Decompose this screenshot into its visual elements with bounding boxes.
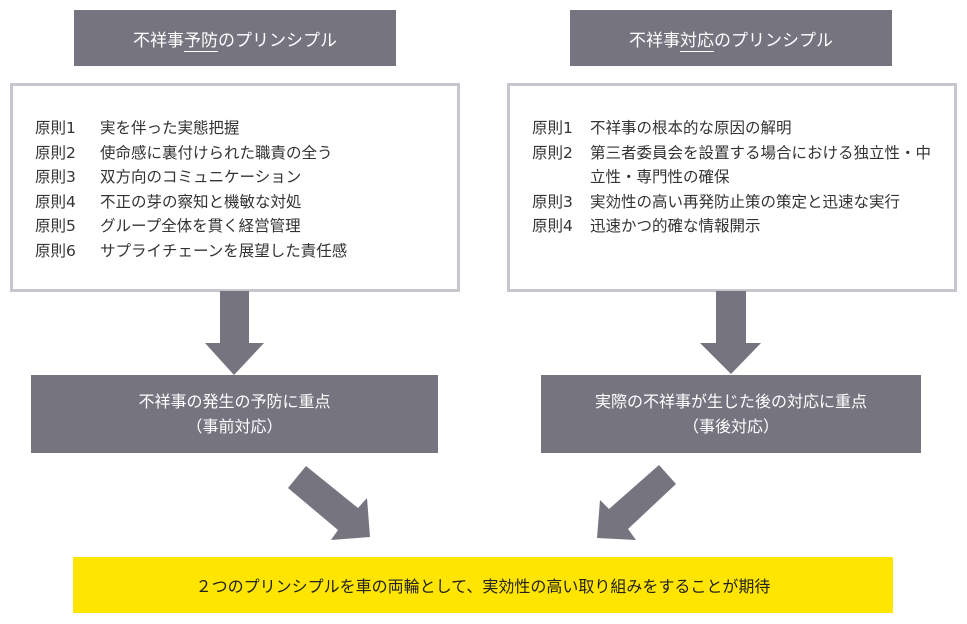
down-arrow-right-icon bbox=[700, 291, 761, 374]
principle-text: 不正の芽の察知と機敏な対処 bbox=[100, 192, 302, 211]
principle-text: サプライチェーンを展望した責任感 bbox=[100, 241, 348, 260]
diagonal-arrow-left-icon bbox=[288, 466, 370, 540]
principle-item: 原則3 双方向のコミュニケーション bbox=[35, 165, 447, 190]
focus-line-2: （事前対応） bbox=[186, 417, 283, 436]
principle-number: 原則1 bbox=[35, 119, 76, 137]
focus-line-1: 実際の不祥事が生じた後の対応に重点 bbox=[594, 392, 867, 411]
title-suffix: のプリンシプル bbox=[218, 30, 337, 51]
title-suffix: のプリンシプル bbox=[714, 30, 833, 51]
focus-line-1: 不祥事の発生の予防に重点 bbox=[138, 392, 331, 411]
conclusion-banner: ２つのプリンシプルを車の両輪として、実効性の高い取り組みをすることが期待 bbox=[73, 557, 893, 613]
response-principles-title: 不祥事対応のプリンシプル bbox=[570, 10, 892, 66]
prevention-principles-list-box: 原則1 実を伴った実態把握 原則2 使命感に裏付けられた職責の全う 原則3 双方向のコ… bbox=[10, 83, 460, 292]
principle-text: 使命感に裏付けられた職責の全う bbox=[100, 143, 333, 162]
principles-list: 原則1 実を伴った実態把握 原則2 使命感に裏付けられた職責の全う 原則3 双方向のコ… bbox=[35, 116, 447, 263]
principle-number: 原則4 bbox=[532, 217, 573, 235]
principle-text: 実を伴った実態把握 bbox=[100, 119, 240, 137]
focus-line-2: （事後対応） bbox=[682, 417, 779, 436]
principle-item: 原則2 使命感に裏付けられた職責の全う bbox=[35, 141, 447, 166]
principle-text: 双方向のコミュニケーション bbox=[100, 168, 302, 186]
response-principles-list-box: 原則1 不祥事の根本的な原因の解明 原則2 第三者委員会を設置する場合における独立性… bbox=[507, 83, 957, 292]
principles-list: 原則1 不祥事の根本的な原因の解明 原則2 第三者委員会を設置する場合における独立性… bbox=[532, 116, 944, 239]
response-focus-box: 実際の不祥事が生じた後の対応に重点 （事後対応） bbox=[541, 375, 921, 453]
title-prefix: 不祥事 bbox=[133, 30, 184, 51]
principle-item: 原則3 実効性の高い再発防止策の策定と迅速な実行 bbox=[532, 190, 944, 215]
principle-number: 原則1 bbox=[532, 119, 573, 137]
principle-item: 原則4 迅速かつ的確な情報開示 bbox=[532, 214, 944, 239]
principle-item: 原則1 不祥事の根本的な原因の解明 bbox=[532, 116, 944, 141]
diagonal-arrow-right-icon bbox=[597, 465, 676, 540]
principle-number: 原則2 bbox=[532, 143, 573, 162]
principle-text: 実効性の高い再発防止策の策定と迅速な実行 bbox=[590, 192, 901, 211]
principle-number: 原則6 bbox=[35, 241, 76, 260]
title-emphasis: 対応 bbox=[680, 30, 714, 51]
principle-item: 原則5 グループ全体を貫く経営管理 bbox=[35, 214, 447, 239]
principle-number: 原則5 bbox=[35, 217, 76, 235]
prevention-focus-box: 不祥事の発生の予防に重点 （事前対応） bbox=[31, 375, 438, 453]
principle-item: 原則2 第三者委員会を設置する場合における独立性・中立性・専門性の確保 bbox=[532, 141, 944, 190]
principle-text: 第三者委員会を設置する場合における独立性・中立性・専門性の確保 bbox=[590, 143, 932, 187]
down-arrow-left-icon bbox=[205, 291, 264, 375]
principle-number: 原則4 bbox=[35, 192, 76, 211]
title-emphasis: 予防 bbox=[184, 30, 218, 51]
principle-text: 迅速かつ的確な情報開示 bbox=[590, 217, 761, 235]
principle-item: 原則6 サプライチェーンを展望した責任感 bbox=[35, 239, 447, 264]
principle-text: グループ全体を貫く経営管理 bbox=[100, 217, 301, 235]
principle-number: 原則3 bbox=[35, 168, 76, 186]
principle-text: 不祥事の根本的な原因の解明 bbox=[590, 119, 792, 137]
principle-item: 原則4 不正の芽の察知と機敏な対処 bbox=[35, 190, 447, 215]
conclusion-text: ２つのプリンシプルを車の両輪として、実効性の高い取り組みをすることが期待 bbox=[195, 577, 771, 596]
title-prefix: 不祥事 bbox=[629, 30, 680, 51]
principle-number: 原則2 bbox=[35, 143, 76, 162]
principle-item: 原則1 実を伴った実態把握 bbox=[35, 116, 447, 141]
prevention-principles-title: 不祥事予防のプリンシプル bbox=[74, 10, 396, 66]
principle-number: 原則3 bbox=[532, 192, 573, 211]
